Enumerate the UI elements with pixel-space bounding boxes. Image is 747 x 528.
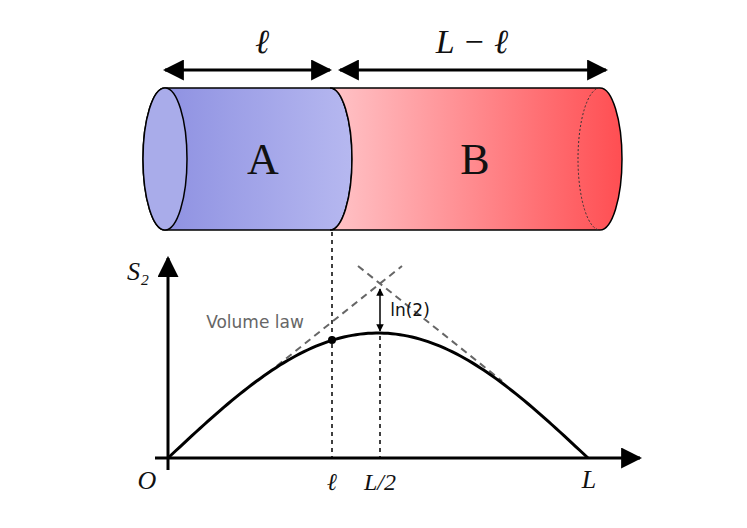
entropy-curve [168, 333, 588, 458]
dimension-arrow [340, 69, 606, 72]
subsystem-a: A [141, 86, 355, 232]
dimension-arrow [165, 69, 330, 72]
subsystem-b: B [306, 86, 626, 232]
annotation: Volume law [206, 312, 304, 332]
cut-point [328, 336, 336, 344]
axis-label: S₂ [127, 257, 149, 287]
length-label: ℓ [255, 23, 269, 61]
cylinder-body [143, 88, 352, 230]
region-label: B [460, 134, 489, 185]
guide-line [379, 336, 381, 458]
cylinder-cap [143, 88, 187, 230]
origin-label: O [138, 466, 157, 496]
guide-line [331, 232, 333, 458]
tick-label: L [582, 465, 596, 495]
y-axis [167, 258, 170, 470]
gap-arrow [379, 289, 381, 331]
cylinder-body [330, 88, 622, 230]
region-label: A [247, 134, 279, 185]
length-label: L − ℓ [436, 23, 508, 61]
tick-label: ℓ [327, 469, 337, 496]
gap-label: ln(2) [390, 300, 430, 320]
hidden-edge [578, 88, 600, 230]
x-axis [155, 457, 640, 460]
volume-law-line [358, 266, 502, 381]
tick-label: L/2 [364, 469, 396, 496]
